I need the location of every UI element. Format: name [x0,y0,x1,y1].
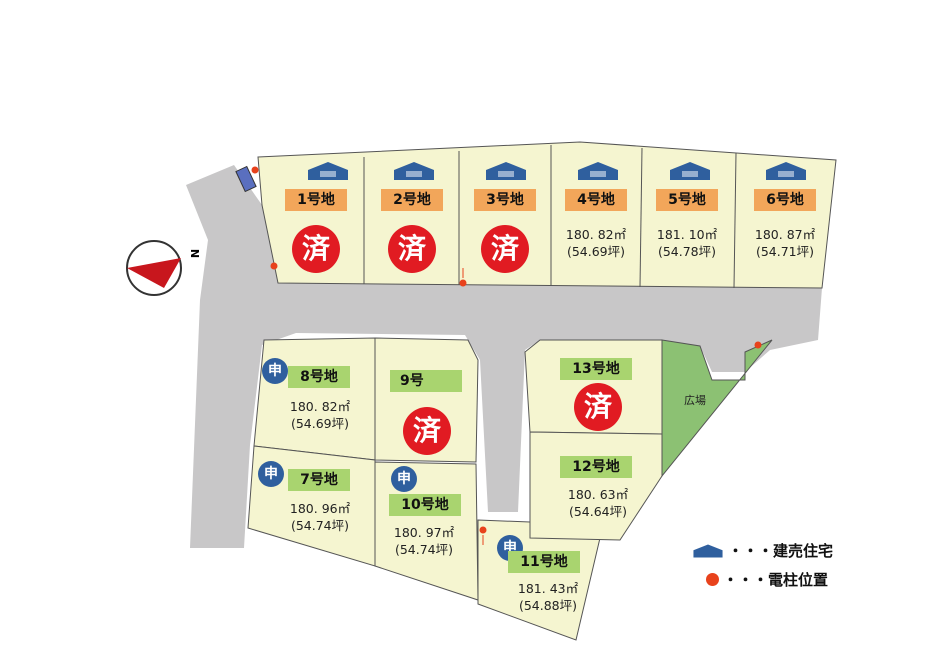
north-label: N [188,248,202,259]
lot-label[interactable]: 8号地 [288,366,350,388]
application-badge: 申 [391,466,417,492]
legend-pole-text: ・・・電柱位置 [723,571,829,589]
sold-badge: 済 [481,225,529,273]
pole-dot [459,279,467,287]
lot-label[interactable]: 4号地 [565,189,627,211]
lot-area: 180. 96㎡(54.74坪) [289,501,351,533]
lot-label[interactable]: 7号地 [288,469,350,491]
legend-house: ・・・建売住宅 [692,540,833,561]
lot-area: 181. 10㎡(54.78坪) [656,227,718,259]
sold-badge: 済 [574,383,622,431]
pole-dot-icon [706,573,719,586]
lot-area: 180. 82㎡(54.69坪) [289,399,351,431]
pole-dot [251,166,259,174]
house-icon [394,162,434,180]
pole-dot [754,341,762,349]
lot-area: 180. 63㎡(54.64坪) [567,487,629,519]
application-badge: 申 [258,461,284,487]
house-icon [670,162,710,180]
lot-area: 180. 97㎡(54.74坪) [393,525,455,557]
lot-label[interactable]: 9号 [390,370,462,392]
compass-icon [126,240,182,296]
lot-label[interactable]: 10号地 [389,494,461,516]
legend-house-text: ・・・建売住宅 [728,542,834,560]
legend-pole: ・・・電柱位置 [706,569,828,590]
pole-dot [479,526,487,534]
lot-label[interactable]: 3号地 [474,189,536,211]
house-icon [308,162,348,180]
lot-label[interactable]: 5号地 [656,189,718,211]
pole-dot [270,262,278,270]
house-icon [486,162,526,180]
house-icon [578,162,618,180]
lot-boundary-9 [374,337,479,463]
sold-badge: 済 [388,225,436,273]
lot-label[interactable]: 6号地 [754,189,816,211]
sold-badge: 済 [403,407,451,455]
lot-area: 180. 82㎡(54.69坪) [565,227,627,259]
plaza-label: 広場 [684,394,706,407]
lot-area: 181. 43㎡(54.88坪) [517,581,579,613]
utility-box [235,165,257,193]
road [186,165,822,548]
house-icon [766,162,806,180]
plaza-area [661,339,773,478]
application-badge: 申 [262,358,288,384]
lot-label[interactable]: 12号地 [560,456,632,478]
lot-label[interactable]: 1号地 [285,189,347,211]
house-icon [693,543,723,558]
sold-badge: 済 [292,225,340,273]
lot-label[interactable]: 13号地 [560,358,632,380]
lot-label[interactable]: 2号地 [381,189,443,211]
lot-label[interactable]: 11号地 [508,551,580,573]
lot-area: 180. 87㎡(54.71坪) [754,227,816,259]
